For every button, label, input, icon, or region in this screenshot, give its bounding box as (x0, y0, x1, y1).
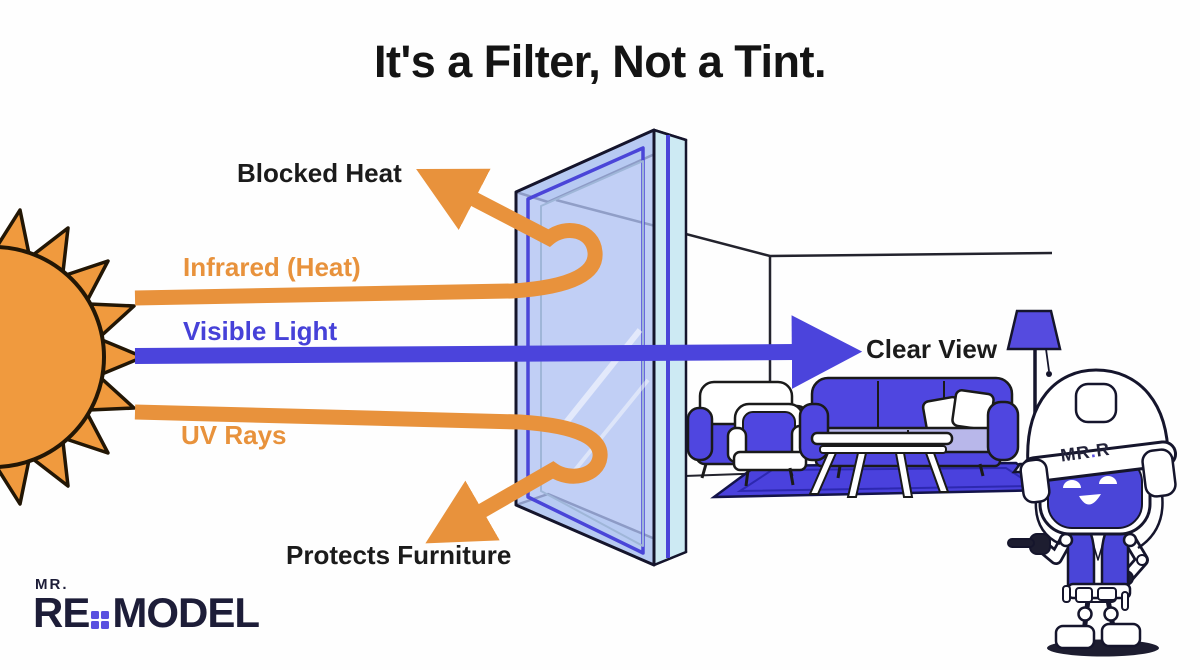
floor-lamp (1006, 309, 1062, 474)
uv-ray-arrow (134, 404, 608, 544)
label-blocked-heat: Blocked Heat (237, 158, 402, 188)
label-protects-furniture: Protects Furniture (286, 540, 512, 570)
infrared-ray-arrow (134, 168, 603, 306)
brand-prefix: MR. (35, 576, 69, 593)
brand-wordmark: RE MODEL (33, 589, 260, 636)
sun-icon (0, 208, 145, 506)
page-title: It's a Filter, Not a Tint. (374, 36, 826, 87)
label-uv-rays: UV Rays (181, 420, 287, 450)
coffee-table (808, 431, 954, 498)
label-visible-light: Visible Light (183, 316, 338, 346)
robot-eye (1099, 476, 1117, 484)
robot-eye (1063, 480, 1081, 488)
ray-arrows (134, 168, 863, 544)
brand-word-start: RE (33, 589, 90, 636)
robot-boot (1054, 624, 1096, 650)
label-clear-view: Clear View (866, 334, 998, 364)
pointing-finger (1007, 538, 1035, 548)
earmuff (1141, 448, 1177, 498)
hat-label: MR.R (1059, 439, 1111, 466)
mascot-robot: MR.R (1007, 368, 1178, 657)
label-infrared-heat: Infrared (Heat) (183, 252, 361, 282)
visible-light-arrow (134, 315, 863, 389)
robot-boot (1100, 622, 1142, 648)
robot-smile (1079, 494, 1101, 505)
brand-word-end: MODEL (112, 589, 260, 636)
window-grid-icon (91, 610, 110, 629)
brand-logo: MR. RE MODEL (33, 576, 260, 636)
earmuff (1019, 458, 1051, 504)
